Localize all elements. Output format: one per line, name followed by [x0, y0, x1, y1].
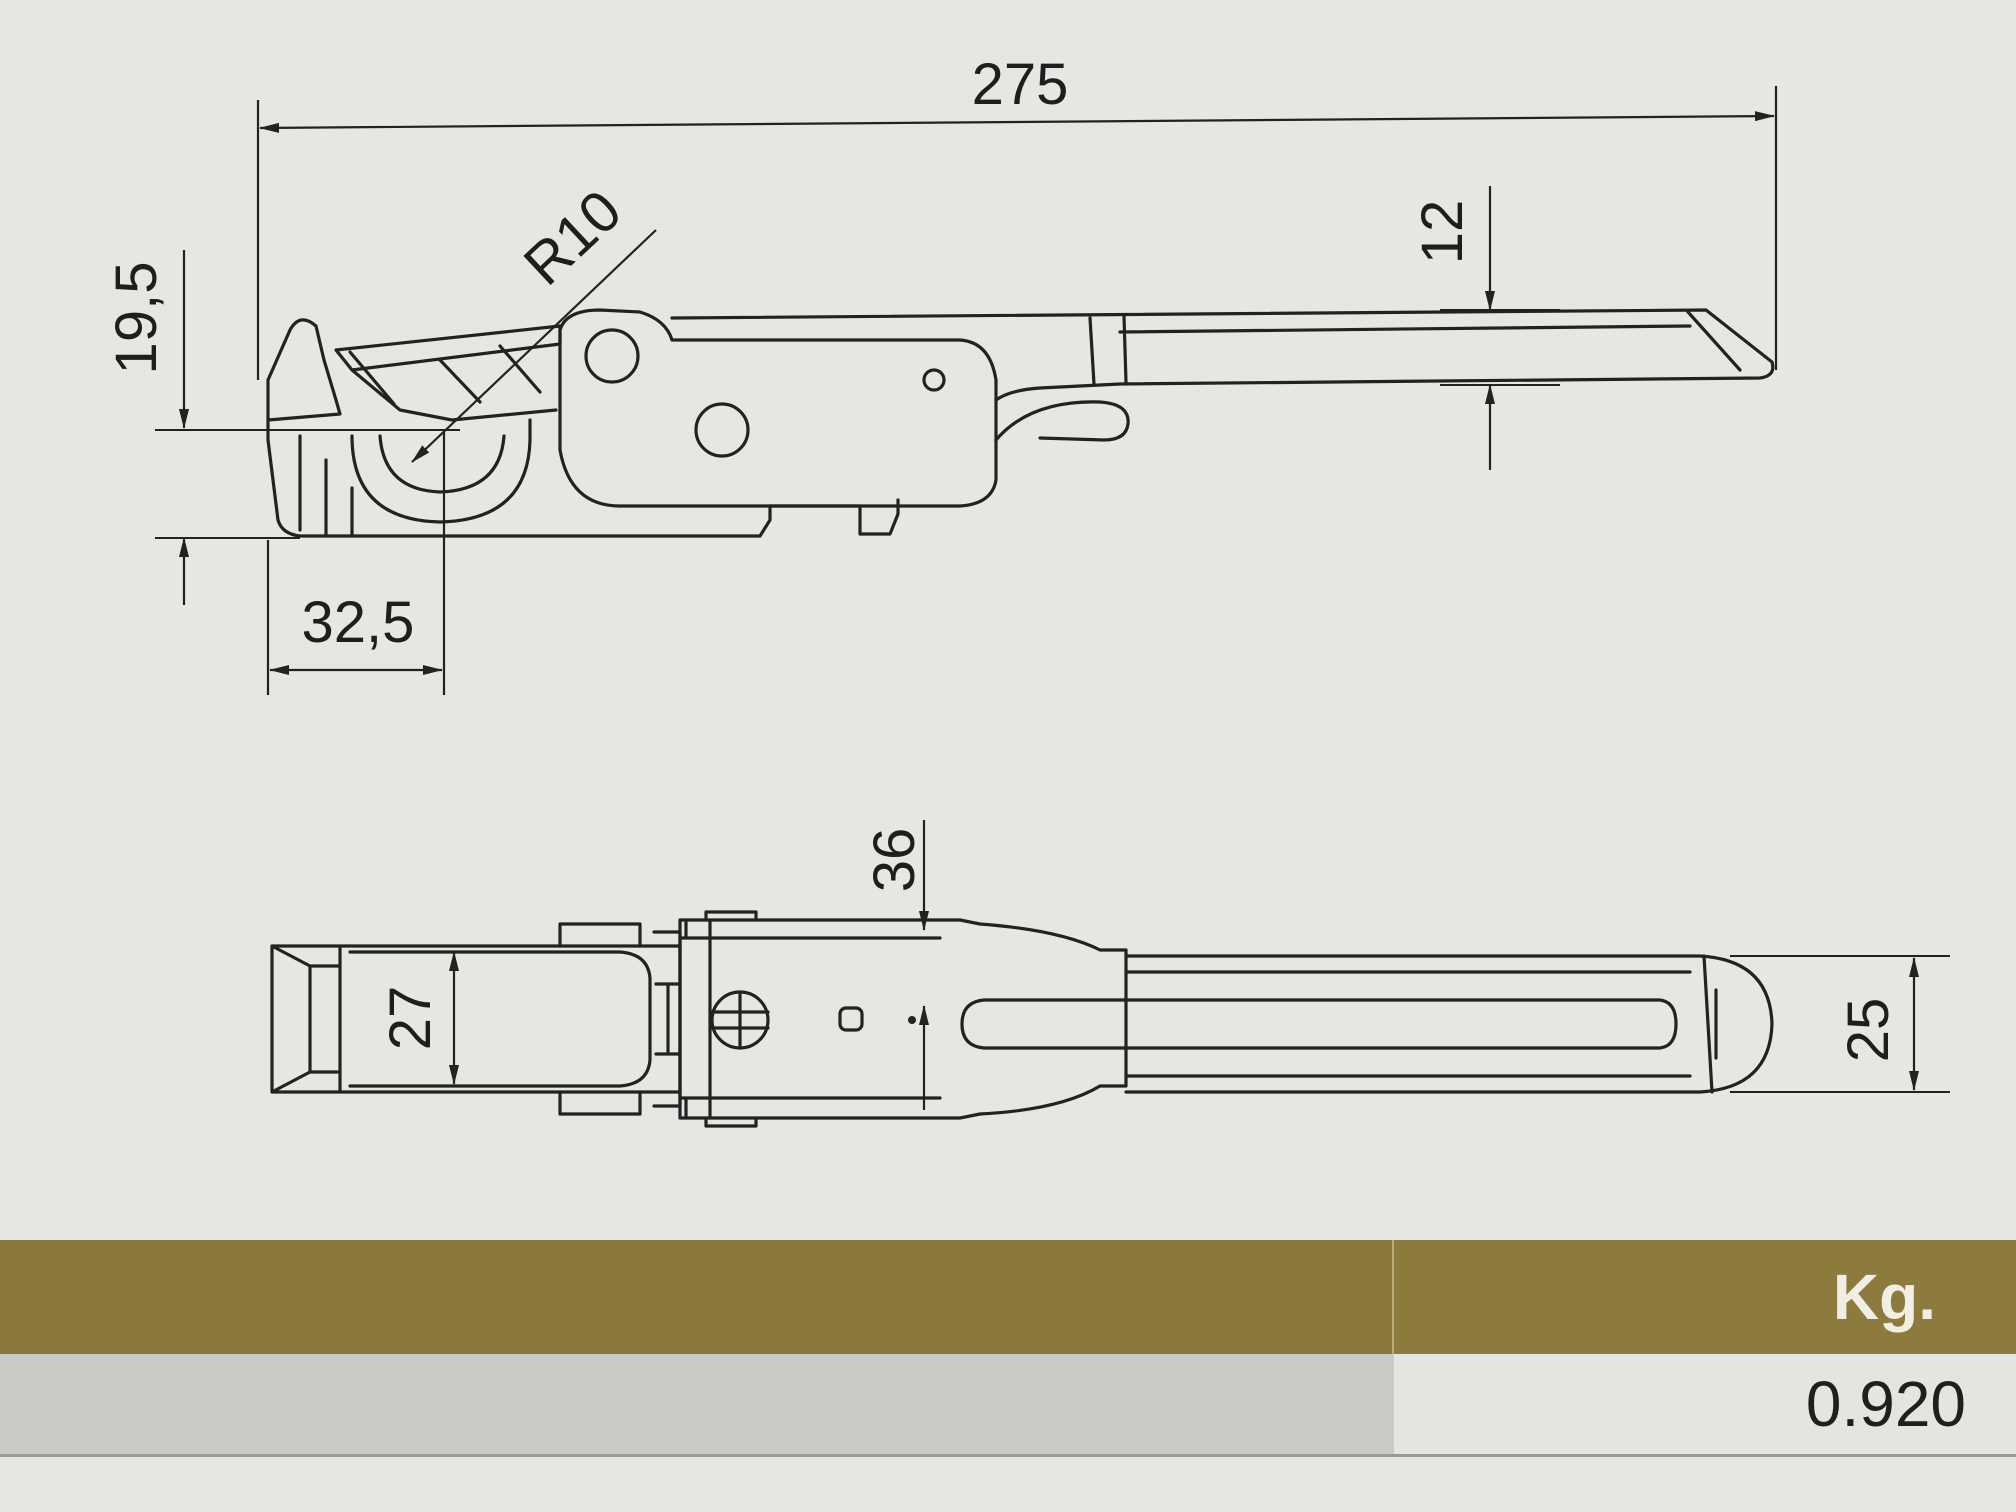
spec-table-value-empty-cell — [0, 1354, 1394, 1454]
handle-slot — [960, 998, 1678, 1050]
dimension-handle-thickness: 12 — [1410, 200, 1475, 265]
table-bottom-rule — [0, 1454, 2016, 1457]
spec-table-header-weight-cell: Kg. — [1396, 1240, 2016, 1354]
latch-trigger — [994, 400, 1130, 442]
rivet-hole — [922, 368, 946, 392]
latch-handle — [670, 308, 1775, 402]
latch-hook-bowl — [350, 418, 532, 524]
dimension-hook-height: 19,5 — [104, 262, 169, 375]
top-hinge — [558, 922, 682, 1116]
top-hook-plate — [270, 944, 682, 1094]
pivot-hole-lower — [694, 402, 750, 458]
spec-table-header-empty-cell — [0, 1240, 1394, 1354]
spec-table-weight-cell: 0.920 — [1396, 1354, 2016, 1454]
dimension-hook-width: 27 — [378, 986, 443, 1051]
weight-value: 0.920 — [1805, 1368, 1966, 1440]
dimension-overall-length: 275 — [972, 52, 1069, 117]
latch-hook-arm — [334, 324, 562, 422]
dimension-line-overall-length — [259, 111, 1775, 133]
technical-drawing: 275 12 19,5 32,5 R10 — [104, 52, 1950, 1128]
top-handle — [1124, 954, 1774, 1094]
latch-hook-body — [266, 318, 342, 422]
dimension-hook-offset: 32,5 — [302, 590, 415, 655]
spec-table: Kg. 0.920 — [0, 1240, 2016, 1512]
spec-table-value-row: 0.920 — [0, 1354, 2016, 1454]
side-view: 275 12 19,5 32,5 R10 — [104, 52, 1778, 695]
dimension-body-width: 36 — [862, 828, 927, 893]
spec-table-header-row: Kg. — [0, 1240, 2016, 1354]
latch-housing — [558, 308, 998, 508]
dimension-handle-width: 25 — [1836, 998, 1901, 1063]
top-housing — [678, 918, 1128, 1120]
weight-header: Kg. — [1832, 1261, 1936, 1333]
top-view: 36 27 25 — [270, 820, 1950, 1128]
rivet-square — [838, 1006, 864, 1032]
dimension-hook-radius: R10 — [512, 178, 634, 298]
pivot-hole-upper — [584, 328, 640, 384]
latch-base-plate — [266, 418, 900, 538]
